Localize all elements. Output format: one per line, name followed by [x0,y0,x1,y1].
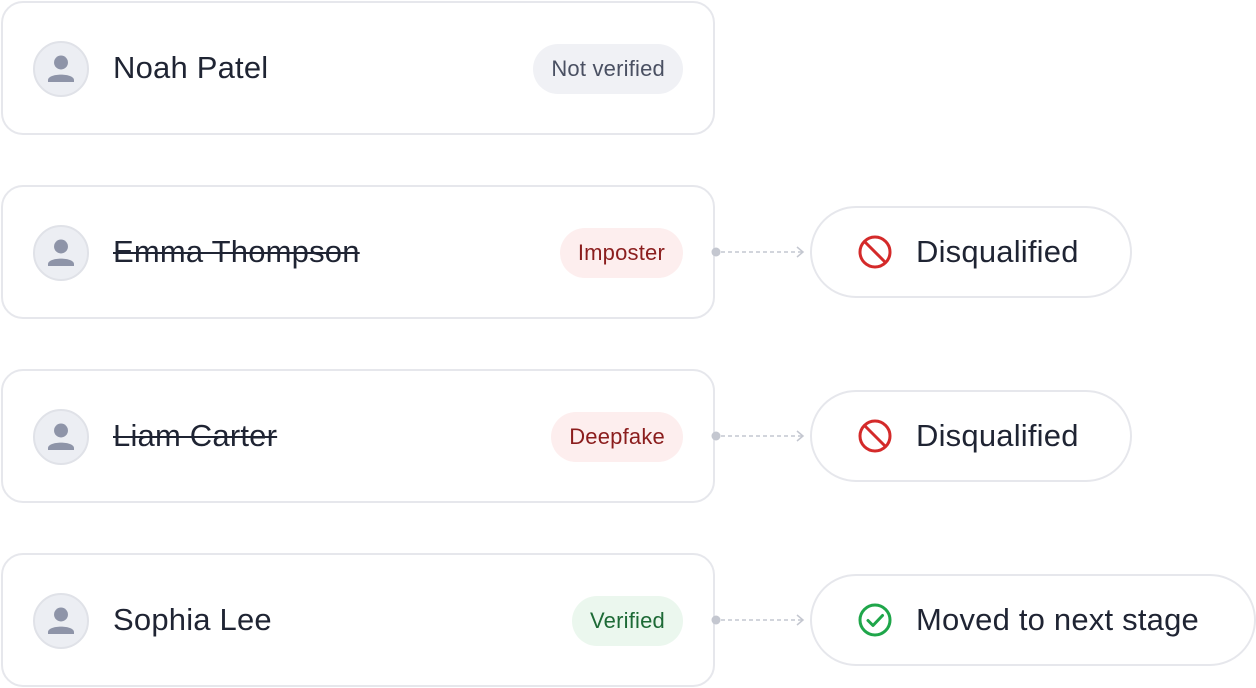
prohibited-icon [856,417,894,455]
arrow-connector [711,246,805,258]
candidate-card-sophia-lee[interactable]: Sophia Lee Verified [1,553,715,687]
outcome-pill-disqualified: Disqualified [810,206,1132,298]
outcome-label: Disqualified [916,418,1079,453]
status-badge: Imposter [559,228,683,278]
arrow-connector [711,430,805,442]
candidate-name: Sophia Lee [113,602,272,637]
status-badge: Not verified [533,44,683,94]
candidate-card-liam-carter[interactable]: Liam Carter Deepfake [1,369,715,503]
user-avatar-icon [48,607,74,634]
candidate-card-emma-thompson[interactable]: Emma Thompson Imposter [1,185,715,319]
user-avatar-icon [48,239,74,266]
prohibited-icon [856,233,894,271]
outcome-label: Disqualified [916,234,1079,269]
user-avatar-icon [48,423,74,450]
outcome-label: Moved to next stage [916,602,1199,637]
user-avatar-icon [48,55,74,82]
candidate-name: Liam Carter [113,418,278,453]
outcome-pill-next-stage: Moved to next stage [810,574,1256,666]
status-badge: Verified [572,596,683,646]
avatar [33,41,89,97]
outcome-pill-disqualified: Disqualified [810,390,1132,482]
arrow-connector [711,614,805,626]
avatar [33,593,89,649]
candidate-card-noah-patel[interactable]: Noah Patel Not verified [1,1,715,135]
avatar [33,409,89,465]
candidate-name: Emma Thompson [113,234,360,269]
check-circle-icon [856,601,894,639]
candidate-name: Noah Patel [113,50,269,85]
status-badge: Deepfake [551,412,683,462]
avatar [33,225,89,281]
